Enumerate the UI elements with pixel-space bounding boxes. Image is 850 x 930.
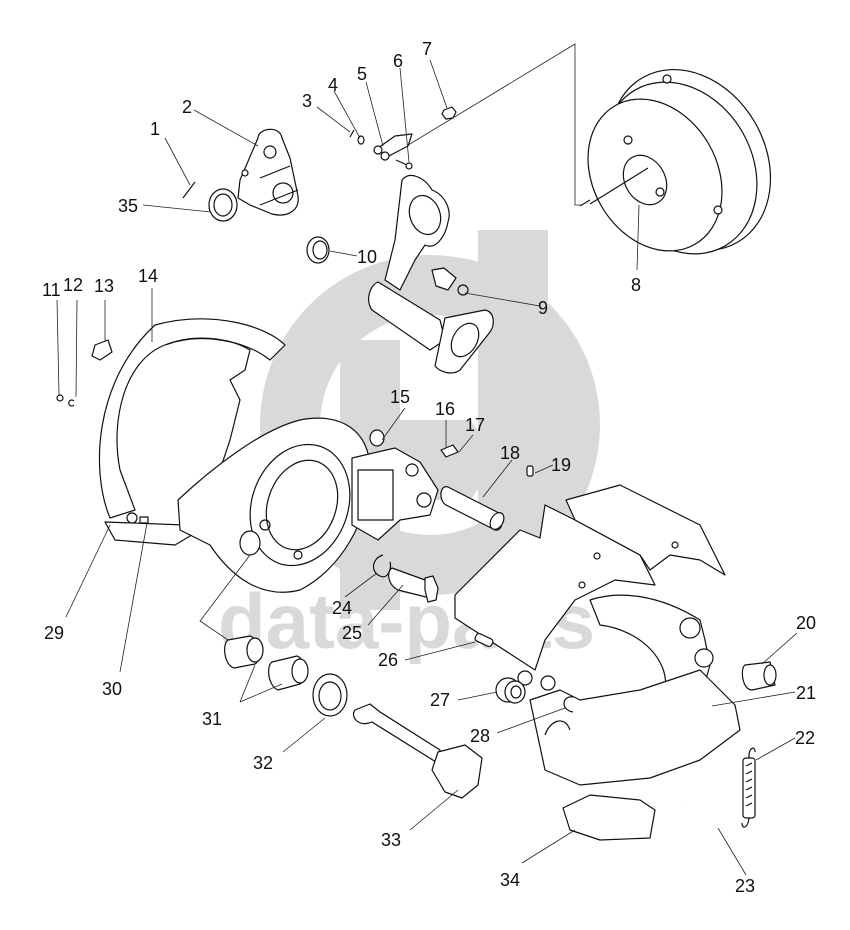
callout-8[interactable]: 8 [631,275,641,295]
callout-19[interactable]: 19 [551,455,571,475]
callout-9[interactable]: 9 [538,298,548,318]
part-clip[interactable] [91,339,113,361]
part-roller[interactable] [495,677,526,704]
callout-15[interactable]: 15 [390,387,410,407]
part-nut[interactable] [441,106,457,120]
callout-25[interactable]: 25 [342,623,362,643]
part-roller-pin[interactable] [474,632,494,648]
part-spring-washer[interactable] [68,399,75,407]
callout-12[interactable]: 12 [63,275,83,295]
callout-6[interactable]: 6 [393,51,403,71]
part-dowel[interactable] [526,465,534,477]
callout-5[interactable]: 5 [357,64,367,84]
callout-17[interactable]: 17 [465,415,485,435]
part-anchor-pin[interactable] [440,486,507,532]
part-screw[interactable] [56,394,64,402]
callout-30[interactable]: 30 [102,679,122,699]
callout-10[interactable]: 10 [357,247,377,267]
callout-32[interactable]: 32 [253,753,273,773]
callout-28[interactable]: 28 [470,726,490,746]
part-snap-ring[interactable] [373,554,392,578]
part-cotter-pin-small[interactable] [349,129,355,138]
callout-1[interactable]: 1 [150,119,160,139]
part-return-spring[interactable] [741,747,756,828]
part-slack-adjuster[interactable] [237,128,299,216]
callout-20[interactable]: 20 [796,613,816,633]
part-camshaft-washer[interactable] [312,673,348,717]
part-bushing[interactable] [741,661,777,691]
part-brake-shoe-assembly[interactable] [454,484,741,786]
leader-lines [56,59,798,876]
part-chamber-bracket[interactable] [368,175,494,374]
part-grease-fitting[interactable] [440,444,459,458]
part-s-camshaft[interactable] [352,703,483,799]
callout-4[interactable]: 4 [328,75,338,95]
part-seal-ring[interactable] [306,236,330,264]
callout-24[interactable]: 24 [332,598,352,618]
callout-27[interactable]: 27 [430,690,450,710]
part-clevis[interactable] [373,133,413,170]
callout-labels: 1 2 3 4 5 6 7 8 9 10 11 12 13 14 15 16 1… [42,39,816,896]
callout-7[interactable]: 7 [422,39,432,59]
part-spring-pin[interactable] [687,803,725,826]
callout-31[interactable]: 31 [202,709,222,729]
callout-22[interactable]: 22 [795,728,815,748]
callout-2[interactable]: 2 [182,97,192,117]
part-dust-shield[interactable] [98,318,286,546]
callout-14[interactable]: 14 [138,266,158,286]
part-brake-lining[interactable] [562,794,656,841]
callout-18[interactable]: 18 [500,443,520,463]
part-retainer-clip[interactable] [563,696,574,713]
callout-34[interactable]: 34 [500,870,520,890]
callout-23[interactable]: 23 [735,876,755,896]
part-bolt[interactable] [388,567,439,603]
part-brake-chamber[interactable] [561,40,802,282]
part-cotter-pin[interactable] [182,181,196,199]
callout-11[interactable]: 11 [42,280,61,300]
callout-33[interactable]: 33 [381,830,401,850]
callout-26[interactable]: 26 [378,650,398,670]
callout-13[interactable]: 13 [94,276,114,296]
callout-29[interactable]: 29 [44,623,64,643]
callout-3[interactable]: 3 [302,91,312,111]
callout-16[interactable]: 16 [435,399,455,419]
part-camshaft-bushing[interactable] [224,635,309,691]
part-washer[interactable] [357,135,365,145]
part-brake-spider[interactable] [177,417,439,593]
callout-35[interactable]: 35 [118,196,138,216]
callout-21[interactable]: 21 [796,683,816,703]
part-spacer-washer[interactable] [208,188,238,222]
